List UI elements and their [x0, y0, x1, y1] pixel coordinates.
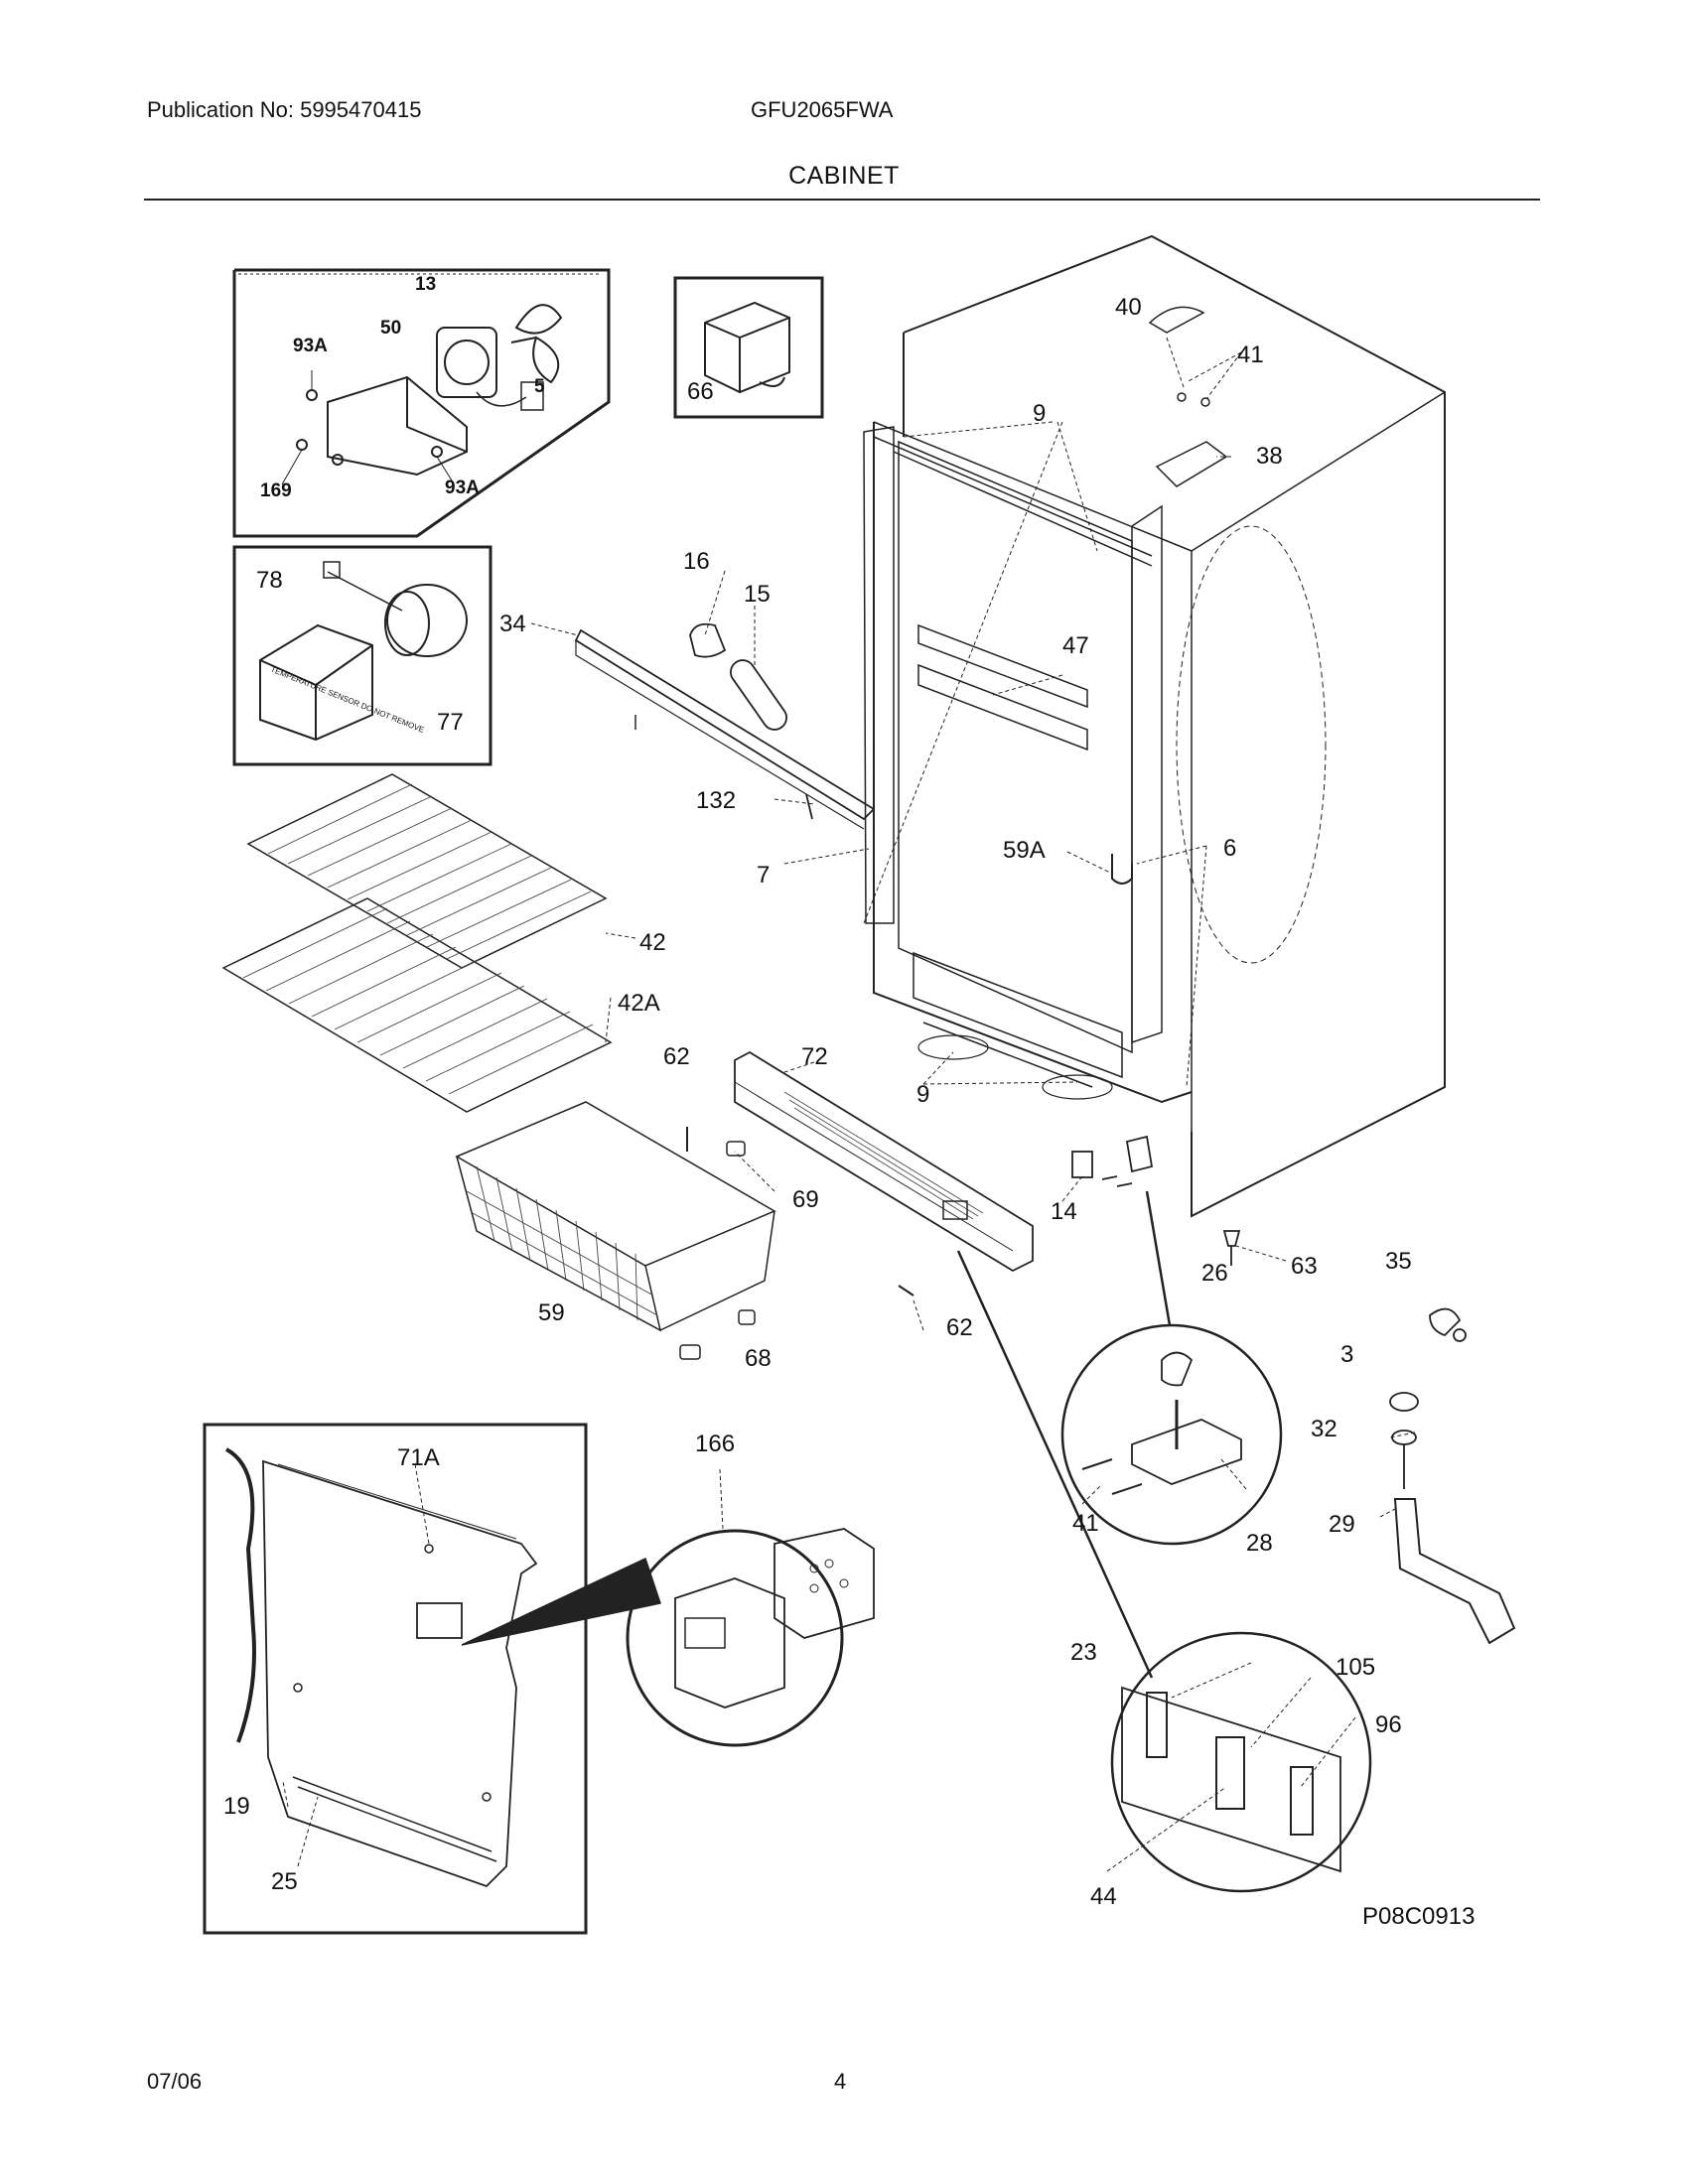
callout-9-top: 9 [1033, 400, 1046, 427]
footer-date: 07/06 [147, 2069, 203, 2094]
switch-detail-circle [956, 1250, 1372, 1893]
sensor-box-stamp: TEMPERATURE SENSOR DO NOT REMOVE [269, 665, 425, 736]
callout-5: 5 [534, 376, 545, 397]
callout-9-bottom: 9 [916, 1081, 929, 1108]
callout-29: 29 [1329, 1511, 1355, 1538]
callout-7: 7 [757, 862, 770, 888]
callout-59: 59 [538, 1299, 565, 1326]
callout-78: 78 [256, 567, 283, 594]
callout-69: 69 [792, 1186, 819, 1213]
callout-26: 26 [1201, 1260, 1228, 1287]
callout-38: 38 [1256, 443, 1283, 470]
callout-62-top: 62 [663, 1043, 690, 1070]
callout-62-bottom: 62 [946, 1314, 973, 1341]
callout-labels-bold: 13 93A 50 5 169 93A [260, 274, 545, 501]
electronics-detail-circle [626, 1528, 875, 1747]
callout-42a: 42A [618, 990, 660, 1017]
callout-13: 13 [415, 274, 436, 295]
callout-28: 28 [1246, 1530, 1273, 1557]
callout-105: 105 [1336, 1654, 1375, 1681]
leader-lines [282, 337, 1416, 1872]
callout-23: 23 [1070, 1639, 1097, 1666]
callout-169: 169 [260, 480, 292, 501]
callout-34: 34 [499, 611, 526, 637]
callout-15: 15 [744, 581, 771, 608]
pointer-wedge [461, 1557, 661, 1646]
callout-16: 16 [683, 548, 710, 575]
callout-68: 68 [745, 1345, 772, 1372]
wire-shelves [221, 773, 613, 1113]
callout-14: 14 [1051, 1198, 1077, 1225]
callout-42: 42 [639, 929, 666, 956]
callout-72: 72 [801, 1043, 828, 1070]
callout-132: 132 [696, 787, 736, 814]
callout-63: 63 [1291, 1253, 1318, 1280]
hinge-hardware [1071, 1135, 1516, 1645]
fan-motor-inset [232, 268, 611, 538]
publication-number: Publication No: 5995470415 [147, 97, 422, 122]
callout-40: 40 [1115, 294, 1142, 321]
callout-25: 25 [271, 1868, 298, 1895]
callout-32: 32 [1311, 1416, 1337, 1442]
callout-19: 19 [223, 1793, 250, 1820]
model-number: GFU2065FWA [751, 97, 894, 122]
footer-page-number: 4 [834, 2069, 847, 2094]
wire-basket [455, 1101, 914, 1360]
callout-labels: 66 78 77 40 41 9 38 16 15 34 47 132 7 59… [223, 294, 1475, 1930]
part-66-inset [673, 276, 824, 419]
light-assembly [574, 622, 876, 830]
callout-41-top: 41 [1237, 341, 1264, 368]
callout-96: 96 [1375, 1711, 1402, 1738]
drawing-code: P08C0913 [1362, 1903, 1475, 1930]
callout-77: 77 [437, 709, 464, 736]
hinge-detail-circle [1060, 1190, 1283, 1546]
callout-47: 47 [1062, 632, 1089, 659]
callout-71a: 71A [397, 1444, 440, 1471]
callout-59a: 59A [1003, 837, 1046, 864]
sensor-inset [232, 545, 492, 766]
callout-44: 44 [1090, 1883, 1117, 1910]
cabinet-body [863, 234, 1446, 1218]
callout-6: 6 [1223, 835, 1236, 862]
toe-grille [734, 1050, 1034, 1273]
page-title: CABINET [788, 162, 900, 190]
callout-3: 3 [1340, 1341, 1353, 1368]
callout-93a-top: 93A [293, 336, 328, 356]
callout-166: 166 [695, 1431, 735, 1457]
callout-41-bottom: 41 [1072, 1510, 1099, 1537]
callout-93a-bottom: 93A [445, 478, 480, 498]
control-panel-inset [203, 1423, 588, 1935]
callout-35: 35 [1385, 1248, 1412, 1275]
header-rule [144, 199, 1540, 201]
callout-66: 66 [687, 378, 714, 405]
callout-50: 50 [380, 318, 401, 339]
